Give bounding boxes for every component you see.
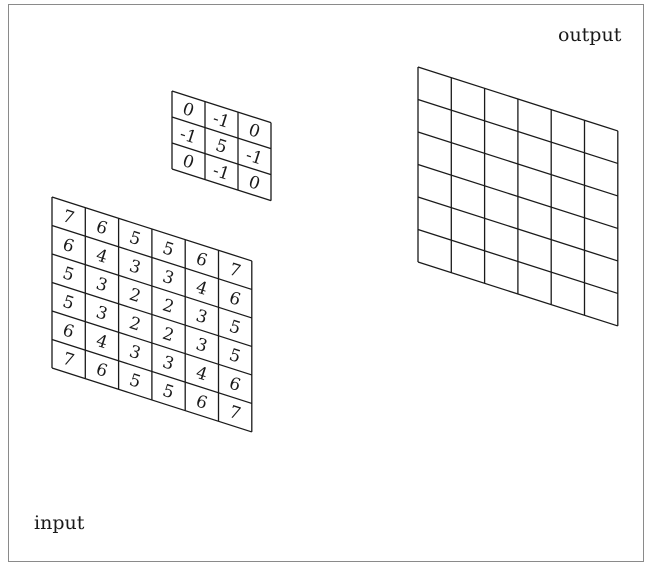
input-cell-value: 6 xyxy=(193,391,209,413)
output-grid xyxy=(417,66,619,327)
kernel-cell-value: -1 xyxy=(177,124,199,148)
input-cell-value: 2 xyxy=(127,285,143,307)
input-cell-value: 3 xyxy=(127,342,143,364)
input-cell-value: 5 xyxy=(60,292,76,314)
input-cell-value: 4 xyxy=(193,363,209,385)
input-cell-value: 6 xyxy=(227,374,243,396)
input-cell-value: 2 xyxy=(160,324,176,346)
input-cell-value: 4 xyxy=(93,246,109,268)
input-cell-value: 6 xyxy=(60,320,76,342)
kernel-cell-value: 0 xyxy=(246,120,262,142)
input-cell-value: 3 xyxy=(193,306,209,328)
input-cell-value: 3 xyxy=(160,352,176,374)
kernel-grid: 0 -1 0 -1 5 -1 0 -1 0 xyxy=(171,90,272,202)
input-cell-value: 7 xyxy=(227,402,243,424)
kernel-cell-value: -1 xyxy=(210,161,232,185)
input-cell-value: 7 xyxy=(60,349,76,371)
input-cell-value: 5 xyxy=(227,317,243,339)
input-cell-value: 5 xyxy=(60,263,76,285)
input-cell-value: 6 xyxy=(93,360,109,382)
input-cell-value: 5 xyxy=(227,345,243,367)
input-cell-value: 3 xyxy=(93,303,109,325)
kernel-row-line xyxy=(171,168,272,202)
input-cell-value: 3 xyxy=(193,334,209,356)
input-cell-value: 2 xyxy=(160,295,176,317)
kernel-row-line xyxy=(171,116,272,150)
input-cell-value: 6 xyxy=(193,249,209,271)
input-cell-value: 7 xyxy=(60,206,76,228)
input-cell-value: 7 xyxy=(227,260,243,282)
kernel-cell-value: -1 xyxy=(210,109,232,133)
output-label: output xyxy=(558,24,622,46)
input-cell-value: 4 xyxy=(93,331,109,353)
input-cell-value: 3 xyxy=(160,267,176,289)
input-cell-value: 5 xyxy=(160,381,176,403)
input-cell-value: 3 xyxy=(93,274,109,296)
input-cell-value: 6 xyxy=(227,288,243,310)
kernel-cell-value: -1 xyxy=(243,145,265,169)
input-cell-value: 5 xyxy=(160,238,176,260)
kernel-row-line xyxy=(171,142,272,176)
input-cell-value: 2 xyxy=(127,313,143,335)
kernel-row-line xyxy=(171,90,272,124)
input-cell-value: 4 xyxy=(193,277,209,299)
input-cell-value: 3 xyxy=(127,256,143,278)
kernel-cell-value: 0 xyxy=(180,151,196,173)
input-label: input xyxy=(34,512,85,534)
input-cell-value: 6 xyxy=(60,235,76,257)
kernel-cell-value: 5 xyxy=(213,136,229,158)
input-cell-value: 6 xyxy=(93,217,109,239)
kernel-cell-value: 0 xyxy=(246,172,262,194)
input-cell-value: 5 xyxy=(127,370,143,392)
kernel-cell-value: 0 xyxy=(180,99,196,121)
input-cell-value: 5 xyxy=(127,228,143,250)
diagram-frame xyxy=(8,4,644,562)
